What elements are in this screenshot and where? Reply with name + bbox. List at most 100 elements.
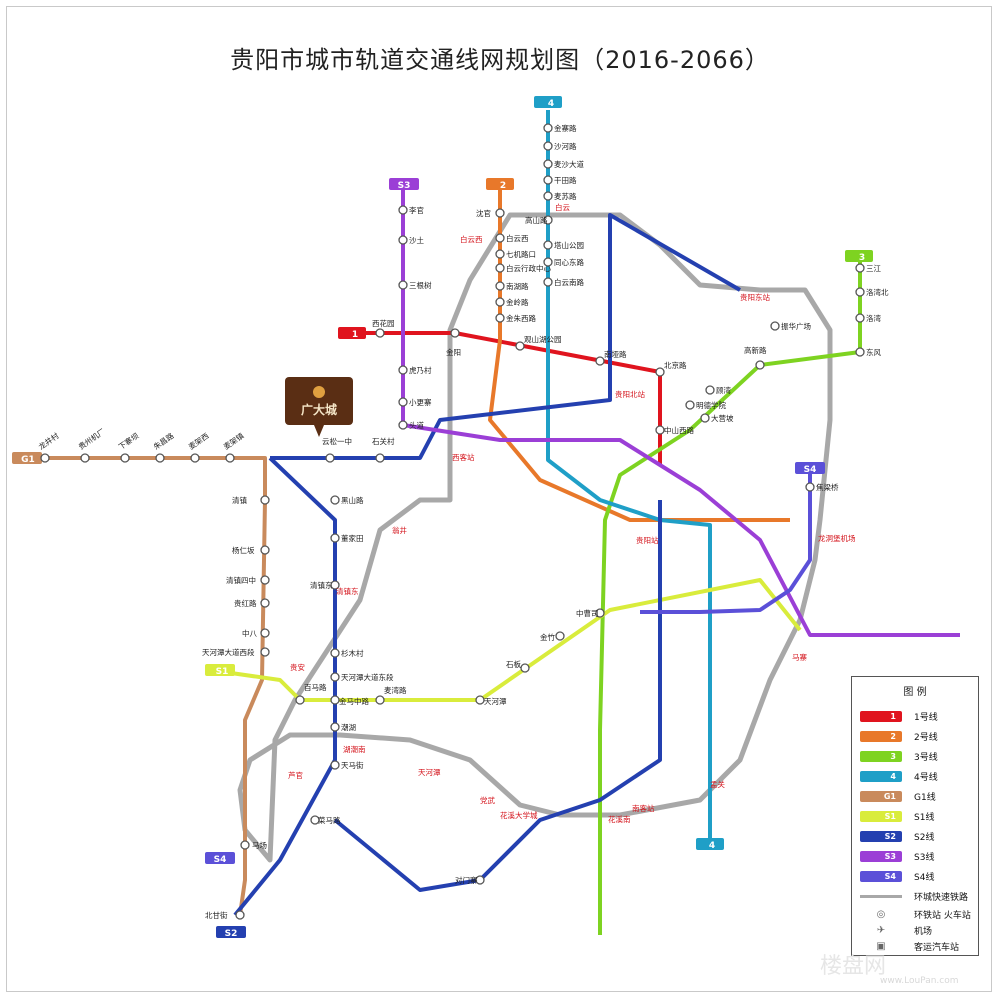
svg-text:塔山公园: 塔山公园 bbox=[554, 240, 584, 250]
line-g1-track bbox=[25, 456, 267, 916]
legend-rail-station: ◎环铁站 火车站 bbox=[860, 907, 971, 921]
legend-title: 图 例 bbox=[903, 687, 927, 698]
line-g1-badge: G1 bbox=[12, 452, 42, 465]
svg-text:云松一中: 云松一中 bbox=[322, 436, 352, 446]
svg-text:潮湖: 潮湖 bbox=[341, 722, 356, 732]
project-marker[interactable]: 广大城 bbox=[285, 377, 353, 437]
svg-text:同心东路: 同心东路 bbox=[554, 257, 584, 267]
line-s4-badge: S4 bbox=[795, 462, 825, 475]
line-1-badge: 1 bbox=[338, 327, 366, 340]
map-title: 贵阳市城市轨道交通线网规划图（2016-2066） bbox=[230, 46, 770, 74]
svg-text:白云西: 白云西 bbox=[460, 234, 483, 244]
svg-text:董家田: 董家田 bbox=[341, 533, 364, 543]
svg-text:花溪南: 花溪南 bbox=[608, 814, 631, 824]
map-frame bbox=[6, 6, 992, 992]
watermark-url: www.LouPan.com bbox=[880, 976, 959, 986]
line-s1-badge: S1 bbox=[205, 664, 235, 677]
line-s4-badge-2: S4 bbox=[205, 852, 235, 865]
svg-text:小更寨: 小更寨 bbox=[409, 397, 432, 407]
svg-text:明德学院: 明德学院 bbox=[696, 400, 726, 410]
svg-text:1: 1 bbox=[352, 330, 358, 340]
svg-text:2: 2 bbox=[500, 181, 506, 191]
svg-text:S3: S3 bbox=[398, 181, 411, 191]
svg-text:广大城: 广大城 bbox=[301, 402, 337, 417]
line-2-track bbox=[488, 190, 790, 522]
airport-icon: ✈ bbox=[876, 924, 886, 936]
svg-text:清镇: 清镇 bbox=[232, 495, 247, 505]
svg-text:天马街: 天马街 bbox=[341, 760, 364, 770]
line-s3-badge: S3 bbox=[389, 178, 419, 191]
svg-text:S4: S4 bbox=[214, 855, 227, 865]
svg-text:麦苏路: 麦苏路 bbox=[554, 191, 577, 201]
svg-text:沙河路: 沙河路 bbox=[554, 141, 577, 151]
svg-text:翁井: 翁井 bbox=[392, 525, 407, 535]
line-s3-track bbox=[401, 190, 960, 637]
svg-text:金寨路: 金寨路 bbox=[554, 123, 577, 133]
svg-text:东风: 东风 bbox=[866, 347, 881, 357]
svg-text:天河潭: 天河潭 bbox=[418, 768, 441, 777]
svg-text:贵阳北站: 贵阳北站 bbox=[615, 389, 645, 399]
watermark: 楼盘网 bbox=[820, 954, 887, 979]
svg-text:湖潮南: 湖潮南 bbox=[343, 744, 366, 754]
line-s2-badge: S2 bbox=[216, 926, 246, 939]
line-s2-track bbox=[233, 213, 741, 917]
svg-text:洛湾: 洛湾 bbox=[866, 313, 881, 323]
stations-s2: 云松一中 石关村 黑山路 董家田 清镇东 杉木村 天河潭大道东段 潮湖 天马街 … bbox=[310, 436, 485, 885]
svg-text:对门寨: 对门寨 bbox=[455, 875, 478, 885]
svg-text:贵安: 贵安 bbox=[290, 662, 305, 672]
svg-text:七机路口: 七机路口 bbox=[506, 249, 536, 259]
svg-text:石板: 石板 bbox=[506, 659, 521, 669]
rail-station-icon: ◎ bbox=[876, 908, 886, 920]
svg-text:头道: 头道 bbox=[409, 420, 424, 430]
svg-text:金岭路: 金岭路 bbox=[506, 297, 529, 307]
svg-text:沙土: 沙土 bbox=[409, 235, 424, 245]
svg-text:西花园: 西花园 bbox=[372, 318, 395, 328]
svg-text:马寨: 马寨 bbox=[792, 652, 807, 662]
svg-text:4: 4 bbox=[709, 841, 715, 851]
svg-text:G1: G1 bbox=[21, 455, 35, 465]
svg-text:白云: 白云 bbox=[555, 202, 570, 212]
line-3-badge: 3 bbox=[845, 250, 873, 263]
svg-text:黑山路: 黑山路 bbox=[341, 495, 364, 505]
stations-line3: 三江 洛湾北 洛湾 东风 振华广场 高新路 顾湾 明德学院 大营坡 bbox=[685, 263, 889, 423]
svg-text:马场: 马场 bbox=[252, 841, 267, 850]
svg-text:李官: 李官 bbox=[409, 205, 424, 215]
svg-text:北甘街: 北甘街 bbox=[205, 910, 228, 920]
svg-text:观山湖公园: 观山湖公园 bbox=[524, 334, 562, 344]
svg-text:龙井村: 龙井村 bbox=[36, 430, 61, 451]
stations-line2: 沈官 白云西 七机路口 白云行政中心 南湖路 金岭路 金朱西路 bbox=[476, 208, 551, 323]
line-1-track bbox=[360, 331, 662, 465]
svg-text:芦官: 芦官 bbox=[288, 770, 303, 780]
svg-text:高新路: 高新路 bbox=[744, 345, 767, 355]
svg-text:百马路: 百马路 bbox=[304, 682, 327, 692]
line-3-track bbox=[598, 260, 862, 935]
svg-text:孟关: 孟关 bbox=[710, 779, 725, 789]
stations-s4: 焦梁桥 bbox=[805, 482, 839, 492]
svg-text:南垭路: 南垭路 bbox=[604, 349, 627, 359]
svg-text:洛湾北: 洛湾北 bbox=[866, 287, 889, 297]
svg-text:振华广场: 振华广场 bbox=[781, 321, 811, 331]
svg-text:麦湾路: 麦湾路 bbox=[384, 685, 407, 695]
svg-text:焦梁桥: 焦梁桥 bbox=[816, 482, 839, 492]
svg-text:4: 4 bbox=[548, 99, 554, 109]
svg-text:中八: 中八 bbox=[242, 628, 257, 638]
svg-text:白云西: 白云西 bbox=[506, 233, 529, 243]
svg-text:虎乃村: 虎乃村 bbox=[409, 365, 432, 375]
svg-text:清镇东: 清镇东 bbox=[310, 580, 333, 590]
svg-text:麦架镇: 麦架镇 bbox=[221, 430, 246, 451]
svg-text:白云南路: 白云南路 bbox=[554, 277, 584, 287]
svg-text:天河潭大道西段: 天河潭大道西段 bbox=[202, 647, 255, 657]
svg-text:高山路: 高山路 bbox=[525, 215, 548, 225]
ring-railway bbox=[237, 212, 833, 863]
svg-text:天河潭: 天河潭 bbox=[484, 697, 507, 706]
svg-text:金朱西路: 金朱西路 bbox=[506, 313, 536, 323]
line-4-badge: 4 bbox=[534, 96, 562, 109]
svg-text:贵阳东站: 贵阳东站 bbox=[740, 292, 770, 302]
svg-text:贵阳站: 贵阳站 bbox=[636, 535, 659, 545]
